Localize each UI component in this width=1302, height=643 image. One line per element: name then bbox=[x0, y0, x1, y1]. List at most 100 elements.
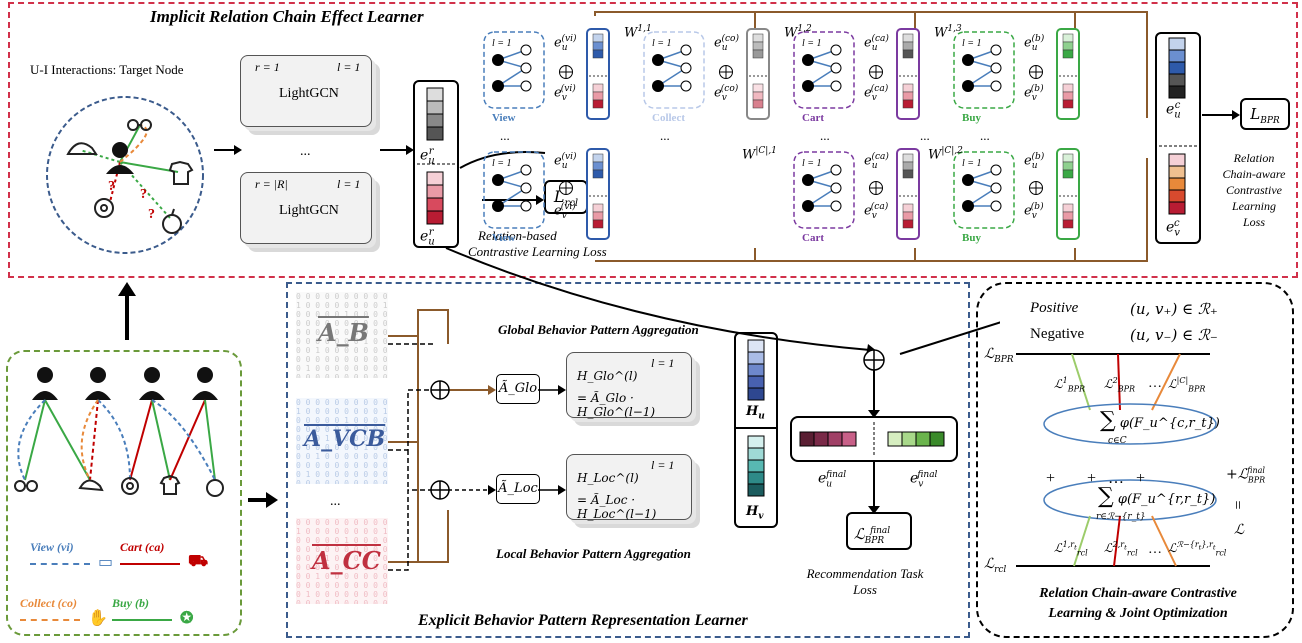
middle-connectors bbox=[388, 309, 566, 571]
plus-row: + + … + bbox=[1046, 470, 1146, 487]
chain-e-label: ev(b) bbox=[1024, 84, 1044, 103]
lightgcn-bottom: r = |R| l = 1 LightGCN bbox=[240, 172, 372, 244]
svg-text:l = 1: l = 1 bbox=[962, 158, 982, 169]
chain-weight: W1,3 bbox=[934, 24, 962, 41]
subgraph-label: Cart bbox=[802, 112, 824, 124]
positive-label: Positive bbox=[1030, 300, 1079, 316]
eq-sign: = bbox=[1228, 500, 1246, 510]
chain-e-label: eu(co) bbox=[714, 34, 739, 53]
joint-opt-diagram bbox=[1016, 353, 1217, 567]
behavior-graph-panel bbox=[6, 350, 242, 636]
matrix-ab: 0 0 0 0 0 0 0 0 0 0 1 0 0 0 0 0 0 0 0 1 … bbox=[296, 292, 388, 378]
chain-embedding bbox=[1056, 28, 1080, 125]
bottom-item-icons bbox=[14, 474, 224, 497]
legend-label: View (vi) bbox=[30, 540, 74, 554]
chain-e-label: ev(co) bbox=[714, 84, 739, 103]
chain-weight: W1,1 bbox=[624, 24, 652, 41]
joint-panel-title: Relation Chain-aware Contrastive Learnin… bbox=[1039, 586, 1237, 621]
oplus-icon bbox=[1028, 64, 1044, 85]
chain-e-label: eu(b) bbox=[1024, 34, 1045, 53]
relation-subgraph: l = 1 bbox=[792, 150, 858, 237]
matrix-acc-label: A_CC bbox=[312, 546, 381, 575]
rcl-caption-1: Relation-based bbox=[478, 228, 557, 243]
subgraph-label: Buy bbox=[962, 112, 981, 124]
h-glo-card: l = 1 H_Glo^(l) = Ã_Glo · H_Glo^(l−1) bbox=[566, 352, 692, 419]
l-bpr-2: ℒ2BPR bbox=[1104, 376, 1136, 394]
relation-embedding-cells bbox=[417, 87, 455, 225]
implicit-panel-title: Implicit Relation Chain Effect Learner bbox=[150, 7, 424, 26]
relation-subgraph: l = 1 bbox=[952, 30, 1018, 117]
chain-embedding bbox=[586, 28, 610, 125]
implicit-relation-panel bbox=[8, 2, 1298, 278]
hu-label: Hu bbox=[746, 404, 765, 422]
thumbs-up-icon: ✋ bbox=[88, 610, 108, 627]
eu-final-label: eufinal bbox=[818, 470, 847, 490]
local-title: Local Behavior Pattern Aggregation bbox=[496, 546, 691, 561]
oplus-icon bbox=[1028, 180, 1044, 201]
oplus-icon bbox=[558, 180, 574, 201]
h-loc-card: l = 1 H_Loc^(l) = Ã_Loc · H_Loc^(l−1) bbox=[566, 454, 692, 521]
chain-embedding bbox=[896, 28, 920, 125]
chain-ellipsis: ... bbox=[980, 128, 990, 143]
l-rcl-left: ℒrcl bbox=[984, 556, 1007, 575]
svg-text:l = 1: l = 1 bbox=[652, 38, 672, 49]
rec-caption: Recommendation Task Loss bbox=[806, 566, 924, 597]
chain-embedding bbox=[586, 148, 610, 245]
legend-label: Collect (co) bbox=[20, 596, 77, 610]
money-hand-icon: ✪ bbox=[180, 610, 194, 627]
negative-set: (u, v₋) ∈ ℛ₋ bbox=[1130, 326, 1218, 344]
l-bpr-1: ℒ1BPR bbox=[1054, 376, 1086, 394]
oplus-icon bbox=[868, 180, 884, 201]
cap-icon bbox=[66, 142, 98, 155]
svg-text:?: ? bbox=[140, 187, 147, 202]
chain-ellipsis: ... bbox=[920, 128, 930, 143]
ui-interactions-label: U-I Interactions: Target Node bbox=[30, 62, 184, 77]
sum-top: ∑ φ(F_u^{c,r_t}) bbox=[1100, 408, 1220, 433]
chain-ellipsis: ... bbox=[660, 128, 670, 143]
glasses-icon bbox=[127, 119, 152, 131]
chain-embedding bbox=[896, 148, 920, 245]
legend-item: Cart (ca)⛟ bbox=[120, 540, 208, 570]
cart-icon: ⛟ bbox=[188, 553, 209, 570]
sum-top-idx: c∈C bbox=[1108, 436, 1127, 446]
oplus-icon bbox=[718, 64, 734, 85]
arrow-to-lightgcn bbox=[214, 145, 242, 155]
joint-optimization-panel bbox=[976, 282, 1294, 638]
sum-bottom-idx: r∈ℛ−{r_t} bbox=[1096, 512, 1146, 522]
ev-final-label: evfinal bbox=[910, 470, 938, 490]
final-term: +ℒBPRfinal bbox=[1226, 466, 1266, 485]
chain-embedding-cells bbox=[1159, 37, 1197, 215]
legend-item: View (vi) ▭ bbox=[30, 540, 113, 571]
svg-text:l = 1: l = 1 bbox=[802, 38, 822, 49]
eu-r-label: eur bbox=[420, 146, 435, 167]
chain-e-label: ev(vi) bbox=[554, 84, 576, 103]
sum-bottom: ∑ φ(F_u^{r,r_t}) bbox=[1098, 484, 1216, 509]
chain-ellipsis: ... bbox=[500, 128, 510, 143]
a-loc-box: Ã_Loc bbox=[496, 474, 540, 504]
l-total: ℒ bbox=[1234, 522, 1245, 538]
rcl-ellipsis: … bbox=[1148, 542, 1162, 557]
l-rcl-2: ℒ2,rtrcl bbox=[1104, 540, 1138, 558]
matrix-ab-label: A_B bbox=[318, 318, 369, 347]
chain-weight: W|C|,1 bbox=[742, 146, 777, 163]
lightgcn-top: r = 1 l = 1 LightGCN bbox=[240, 55, 372, 127]
svg-text:?: ? bbox=[148, 207, 155, 222]
legend-label: Buy (b) bbox=[112, 596, 149, 610]
svg-text:?: ? bbox=[108, 179, 115, 194]
matrix-ellipsis: ... bbox=[330, 494, 341, 509]
chain-e-label: ev(ca) bbox=[864, 202, 889, 221]
arrow-to-middle bbox=[248, 492, 278, 508]
global-title: Global Behavior Pattern Aggregation bbox=[498, 322, 699, 337]
relation-subgraph: l = 1 bbox=[482, 150, 548, 237]
rcl-caption-2: Contrastive Learning Loss bbox=[468, 244, 607, 259]
ev-r-label: eur bbox=[420, 227, 435, 248]
chain-e-label: eu(ca) bbox=[864, 34, 889, 53]
arrow-to-emb bbox=[380, 145, 414, 155]
chain-e-label: eu(vi) bbox=[554, 152, 577, 171]
ev-c-label: evc bbox=[1166, 218, 1180, 239]
monitor-icon: ▭ bbox=[98, 554, 114, 571]
user-item-graph bbox=[14, 367, 224, 497]
chain-e-label: eu(ca) bbox=[864, 152, 889, 171]
matrix-avcb-label: A_VCB bbox=[304, 426, 386, 452]
chain-e-label: ev(vi) bbox=[554, 202, 576, 221]
